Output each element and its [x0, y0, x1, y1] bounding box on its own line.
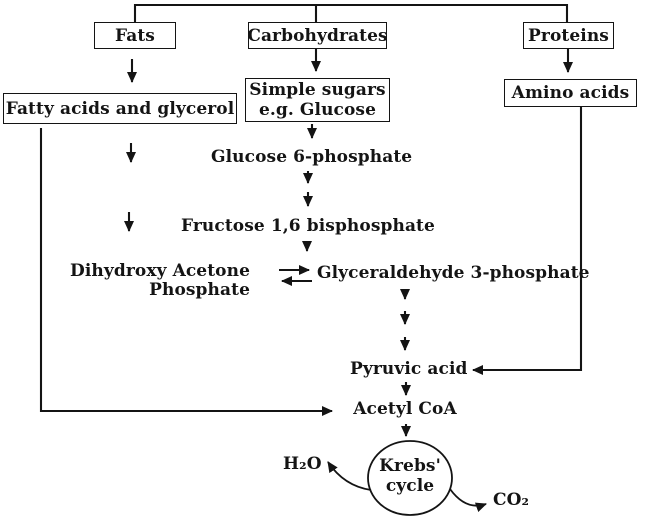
- arrow-amino-acids-to-pyruvic: [472, 107, 583, 375]
- krebs-line1: Krebs': [379, 456, 441, 476]
- krebs-cycle-circle: [367, 440, 453, 516]
- top-bracket-line: [133, 3, 569, 23]
- krebs-line2: cycle: [385, 476, 435, 496]
- carbohydrates-box: Carbohydrates: [247, 22, 388, 49]
- simple-sugars-line1: Simple sugars: [249, 80, 386, 100]
- arrow-fatty-acids-to-acetyl: [39, 128, 333, 416]
- dihydroxy-acetone-phosphate-label: Dihydroxy Acetone Phosphate: [70, 262, 250, 300]
- pyruvic-acid-label: Pyruvic acid: [350, 359, 468, 379]
- krebs-cycle-label: Krebs' cycle: [368, 456, 452, 496]
- proteins-box: Proteins: [523, 22, 614, 49]
- amino-acids-box: Amino acids: [504, 79, 637, 107]
- h2o-label: H₂O: [283, 454, 322, 474]
- glyceraldehyde-3-phosphate-label: Glyceraldehyde 3-phosphate: [317, 263, 590, 283]
- fructose-16-bisphosphate-label: Fructose 1,6 bisphosphate: [181, 216, 435, 236]
- fatty-acids-glycerol-box: Fatty acids and glycerol: [3, 93, 237, 124]
- co2-label: CO₂: [493, 490, 530, 510]
- simple-sugars-box: Simple sugars e.g. Glucose: [245, 78, 390, 122]
- fats-box: Fats: [94, 22, 176, 49]
- acetyl-coa-label: Acetyl CoA: [353, 399, 457, 419]
- arrow-krebs-to-h2o: [327, 461, 372, 491]
- dihydroxy-line1: Dihydroxy Acetone: [70, 261, 250, 281]
- glucose-6-phosphate-label: Glucose 6-phosphate: [211, 147, 413, 167]
- dihydroxy-line2: Phosphate: [149, 280, 250, 300]
- simple-sugars-line2: e.g. Glucose: [258, 100, 377, 120]
- arrow-krebs-to-co2: [449, 488, 487, 513]
